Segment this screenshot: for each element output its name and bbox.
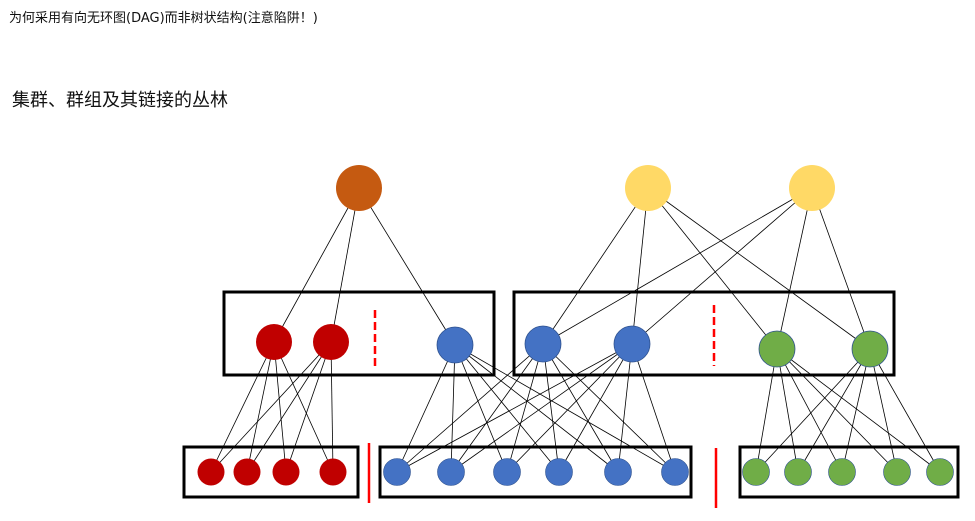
- slide-title: 集群、群组及其链接的丛林: [12, 90, 228, 111]
- edge: [273, 187, 360, 343]
- leaf-node-green: [742, 458, 770, 486]
- group-box: [512, 290, 896, 377]
- edge: [542, 343, 560, 473]
- edge: [246, 341, 275, 473]
- edge: [246, 341, 332, 473]
- edge: [454, 344, 560, 473]
- edge: [330, 341, 334, 473]
- top-node-yellow: [625, 165, 671, 211]
- edge: [797, 348, 871, 473]
- edge: [396, 343, 544, 473]
- edge: [396, 343, 633, 473]
- leaf-node-red: [197, 458, 225, 486]
- edge: [631, 187, 813, 345]
- edge: [396, 344, 456, 473]
- edge: [506, 343, 544, 473]
- edge: [450, 344, 456, 473]
- edge: [558, 343, 633, 473]
- mid-node-blue: [436, 326, 474, 364]
- edge: [776, 348, 898, 473]
- leaf-node-red: [319, 458, 347, 486]
- edge: [647, 187, 778, 350]
- edge: [776, 187, 813, 350]
- edge: [755, 348, 871, 473]
- top-node-yellow: [789, 165, 835, 211]
- leaf-node-blue: [604, 458, 632, 486]
- leaf-node-blue: [383, 458, 411, 486]
- edge: [841, 348, 871, 473]
- mid-node-blue: [613, 325, 651, 363]
- edge: [776, 348, 799, 473]
- edge: [285, 341, 332, 473]
- edge: [454, 344, 508, 473]
- top-node-orange: [336, 165, 382, 211]
- leaf-node-green: [828, 458, 856, 486]
- edge: [755, 348, 778, 473]
- edge: [647, 187, 871, 350]
- group-box: [738, 445, 960, 499]
- leaf-node-blue: [661, 458, 689, 486]
- mid-node-red: [256, 324, 292, 360]
- edge: [869, 348, 898, 473]
- group-box: [222, 290, 496, 377]
- leaf-node-blue: [493, 458, 521, 486]
- edge: [358, 187, 456, 346]
- edge: [273, 341, 287, 473]
- edge: [776, 348, 941, 473]
- edge: [542, 343, 676, 473]
- leaf-node-green: [883, 458, 911, 486]
- edge: [210, 341, 275, 473]
- edge: [210, 341, 332, 473]
- edge: [330, 187, 360, 343]
- leaf-node-red: [272, 458, 300, 486]
- edge: [617, 343, 633, 473]
- edge: [450, 343, 633, 473]
- edge: [450, 343, 544, 473]
- leaf-node-green: [926, 458, 954, 486]
- edge: [869, 348, 941, 473]
- leaf-node-red: [233, 458, 261, 486]
- edge: [454, 344, 619, 473]
- edge: [631, 343, 676, 473]
- leaf-node-blue: [437, 458, 465, 486]
- question-heading: 为何采用有向无环图(DAG)而非树状结构(注意陷阱！): [9, 11, 318, 26]
- edge: [776, 348, 843, 473]
- group-box: [182, 445, 360, 499]
- edge: [454, 344, 676, 473]
- edge: [542, 187, 813, 345]
- mid-node-green: [758, 330, 796, 368]
- edge: [273, 341, 334, 473]
- edge: [811, 187, 871, 350]
- group-box: [378, 445, 693, 499]
- edge: [631, 187, 649, 345]
- mid-node-green: [851, 330, 889, 368]
- mid-node-blue: [524, 325, 562, 363]
- leaf-node-blue: [545, 458, 573, 486]
- edge: [542, 187, 649, 345]
- edge: [542, 343, 619, 473]
- leaf-node-green: [784, 458, 812, 486]
- mid-node-red: [313, 324, 349, 360]
- edge: [506, 343, 633, 473]
